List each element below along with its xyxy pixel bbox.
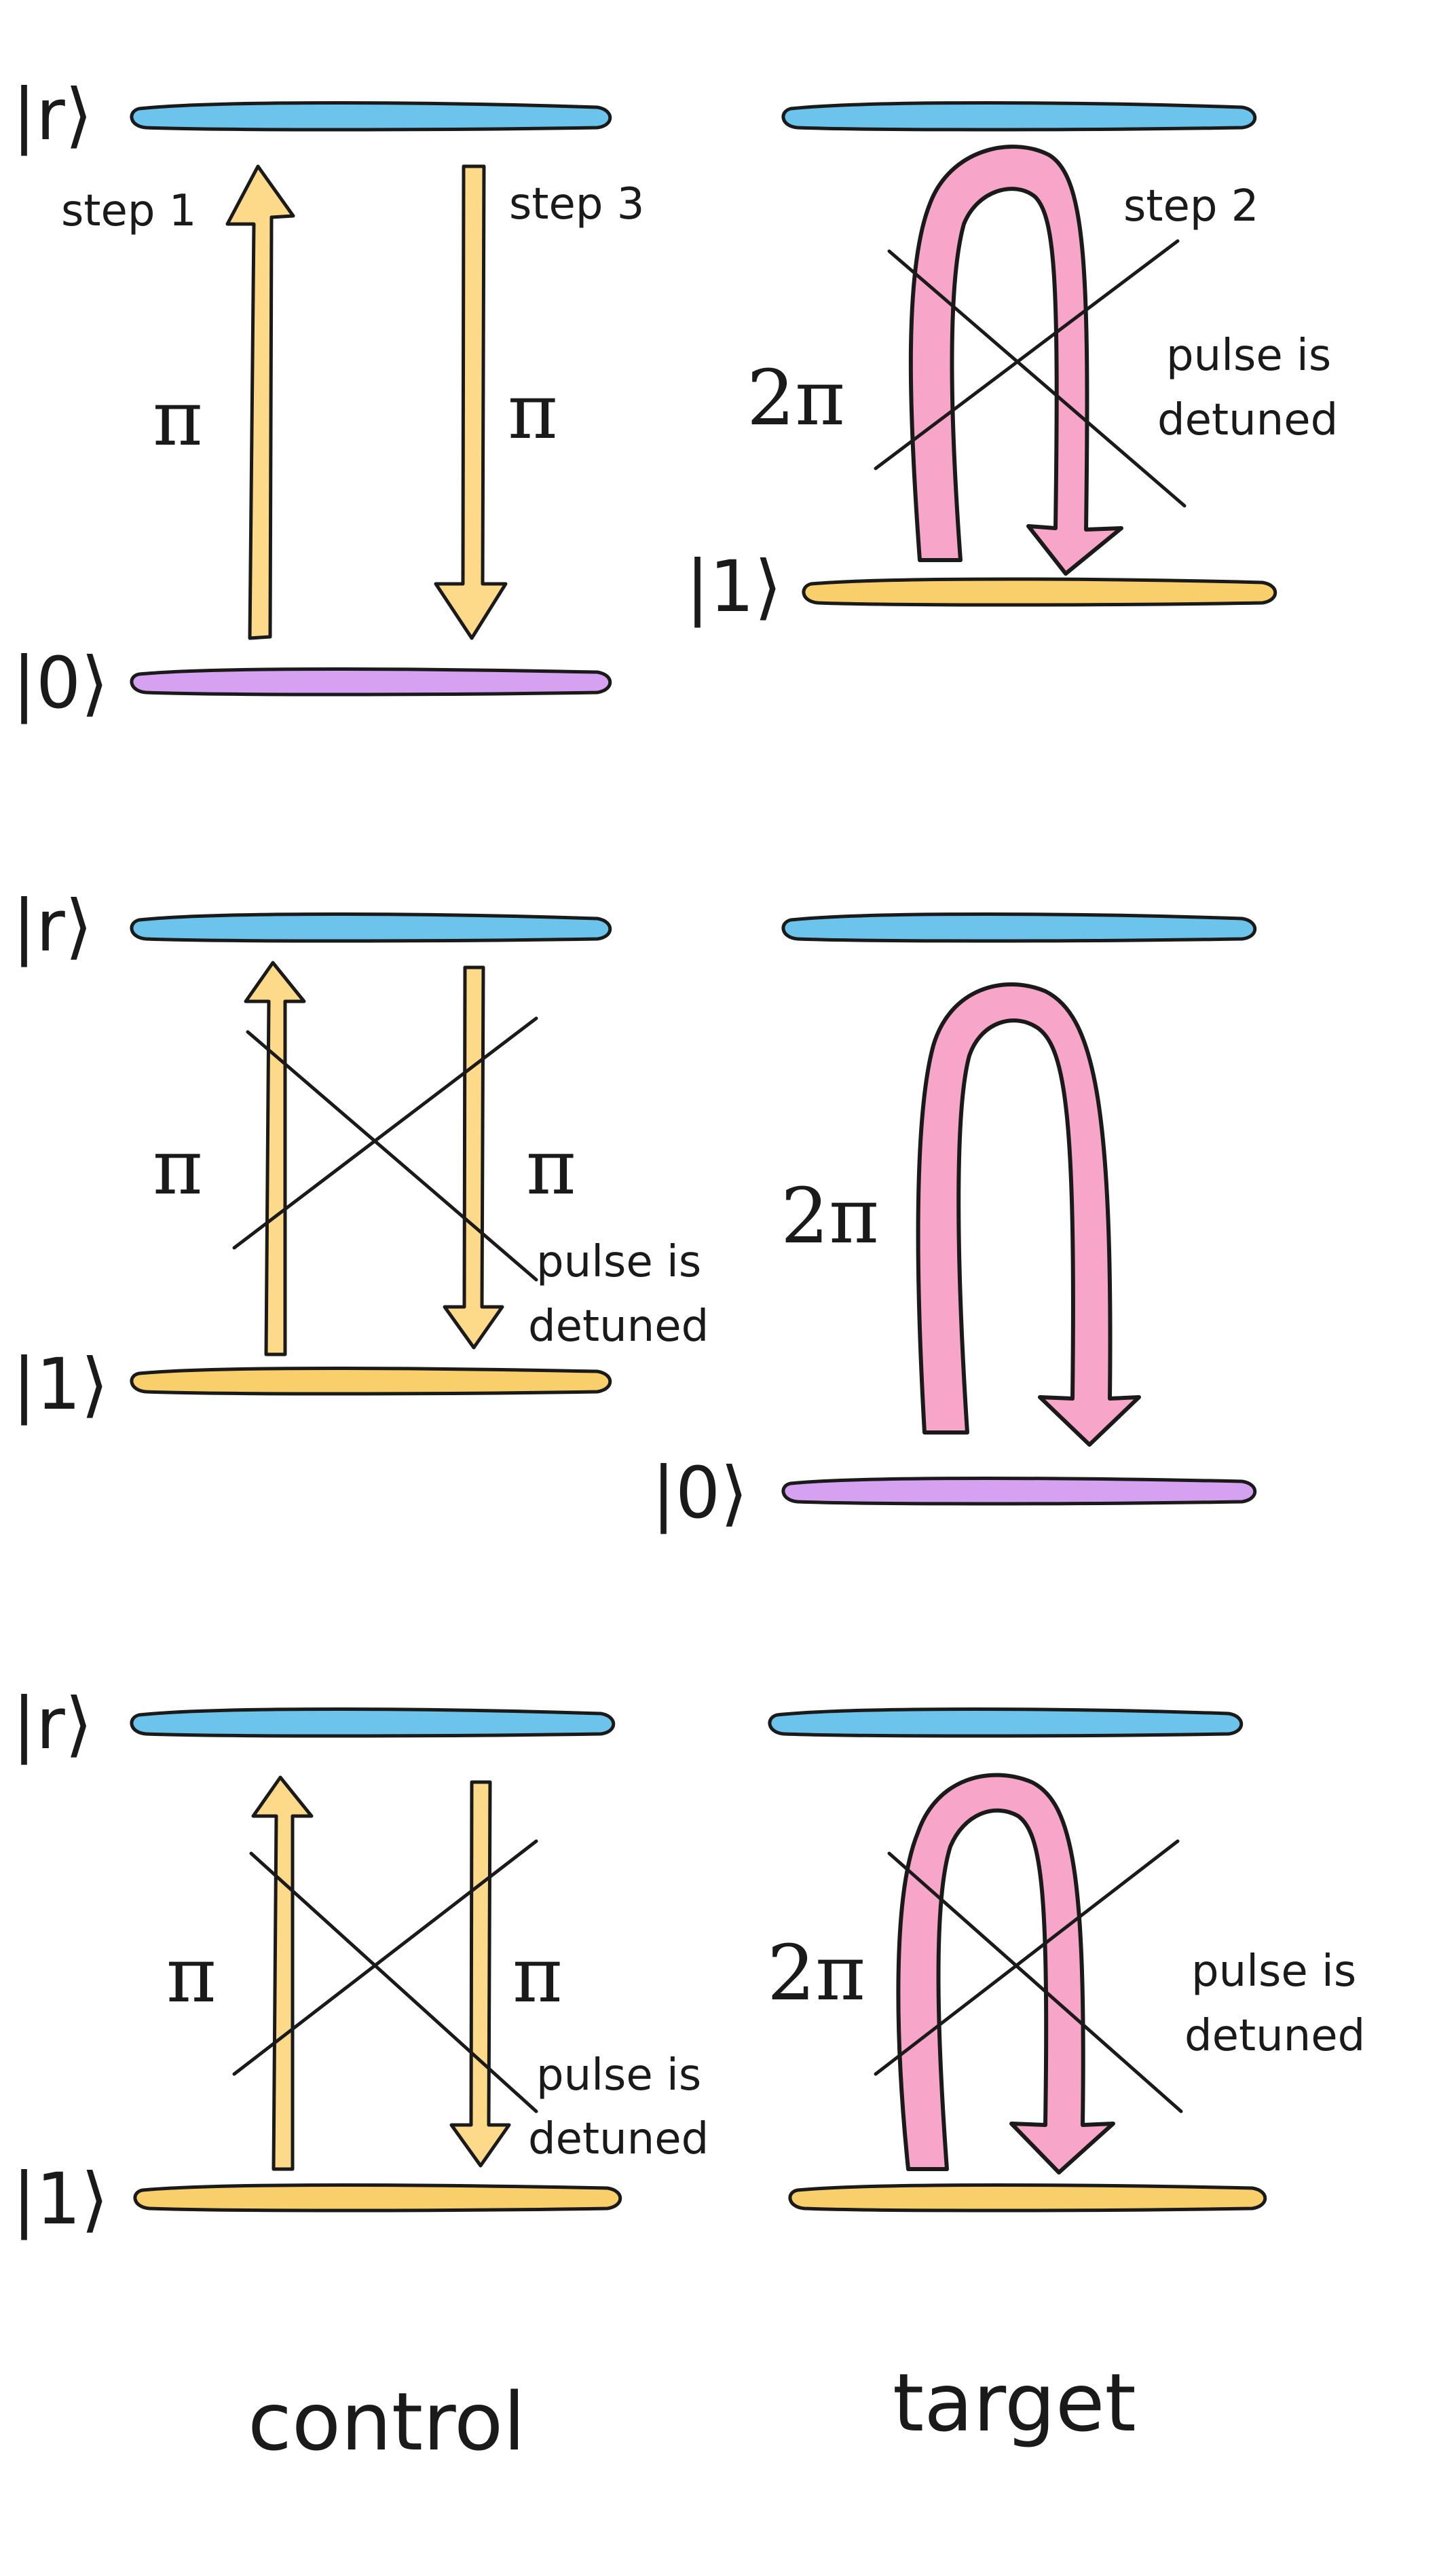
- ket-1-label: |1⟩: [686, 545, 782, 628]
- cross-line: [874, 239, 1180, 470]
- step3-label: step 3: [509, 179, 645, 229]
- detuned-label-line2: detuned: [1157, 395, 1338, 445]
- rydberg-level: [768, 1707, 1244, 1738]
- ket-0-label: |0⟩: [652, 1451, 748, 1534]
- pi-up-arrow: [251, 1775, 314, 2171]
- step1-pi-up-arrow: [225, 164, 295, 640]
- detuned-label-line1: pulse is: [536, 2050, 701, 2101]
- rydberg-level: [781, 101, 1257, 132]
- rydberg-level: [781, 912, 1257, 943]
- rydberg-level: [130, 1707, 616, 1738]
- row-1-control: |r⟩ |0⟩ step 1 step 3 π π: [12, 73, 645, 724]
- cross-line: [249, 1851, 538, 2113]
- ground-level-0: [130, 667, 612, 697]
- ground-level-1: [802, 577, 1277, 607]
- detuned-label-line2: detuned: [1184, 2011, 1365, 2061]
- pi-label: π: [512, 1931, 563, 2020]
- two-pi-label: 2π: [747, 354, 845, 443]
- step2-label: step 2: [1123, 181, 1259, 232]
- ground-level-1: [788, 2183, 1267, 2213]
- detuned-label-line1: pulse is: [536, 1237, 701, 1287]
- ket-r-label: |r⟩: [12, 885, 92, 967]
- cross-line: [874, 1839, 1180, 2076]
- two-pi-loop-arrow: [916, 982, 1141, 1447]
- ket-r-label: |r⟩: [12, 73, 92, 156]
- detuned-label-line1: pulse is: [1191, 1946, 1356, 1997]
- pi-label: π: [508, 368, 558, 456]
- row-2-target: |0⟩ 2π: [652, 912, 1257, 1534]
- cross-line: [887, 249, 1187, 508]
- pi-label: π: [526, 1124, 576, 1212]
- cross-line: [232, 1839, 538, 2076]
- rydberg-level: [130, 101, 612, 132]
- two-pi-label: 2π: [781, 1172, 879, 1261]
- two-pi-loop-arrow: [896, 1773, 1115, 2175]
- ground-level-1: [130, 1367, 612, 1396]
- ket-0-label: |0⟩: [12, 642, 109, 724]
- row-3-target: 2π pulse is detuned: [767, 1707, 1365, 2213]
- cross-line: [887, 1851, 1183, 2113]
- detuned-label-line2: detuned: [528, 1301, 709, 1352]
- row-3-control: |r⟩ |1⟩ π π pulse is detuned: [12, 1682, 709, 2240]
- cross-line: [232, 1016, 538, 1250]
- pi-down-arrow: [449, 1780, 511, 2168]
- cross-line: [246, 1030, 538, 1282]
- pi-label: π: [166, 1931, 217, 2020]
- pi-down-arrow: [443, 965, 504, 1350]
- rydberg-level: [130, 912, 612, 943]
- step3-pi-down-arrow: [434, 164, 508, 640]
- two-pi-loop-arrow: [908, 145, 1123, 576]
- ket-1-label: |1⟩: [12, 2158, 109, 2240]
- pi-up-arrow: [244, 961, 306, 1356]
- two-pi-label: 2π: [767, 1929, 865, 2018]
- detuned-label-line1: pulse is: [1166, 331, 1331, 381]
- ground-level-1: [133, 2183, 622, 2213]
- control-column-label: control: [248, 2375, 525, 2468]
- target-column-label: target: [893, 2356, 1136, 2449]
- row-1-target: |1⟩ step 2 2π pulse is detuned: [686, 101, 1338, 628]
- pi-label: π: [153, 375, 203, 463]
- ket-r-label: |r⟩: [12, 1682, 92, 1765]
- detuned-label-line2: detuned: [528, 2114, 709, 2164]
- ket-1-label: |1⟩: [12, 1343, 109, 1426]
- ground-level-0: [781, 1477, 1257, 1506]
- row-2-control: |r⟩ |1⟩ π π pulse is detuned: [12, 885, 709, 1426]
- pi-label: π: [153, 1124, 203, 1212]
- step1-label: step 1: [61, 186, 197, 236]
